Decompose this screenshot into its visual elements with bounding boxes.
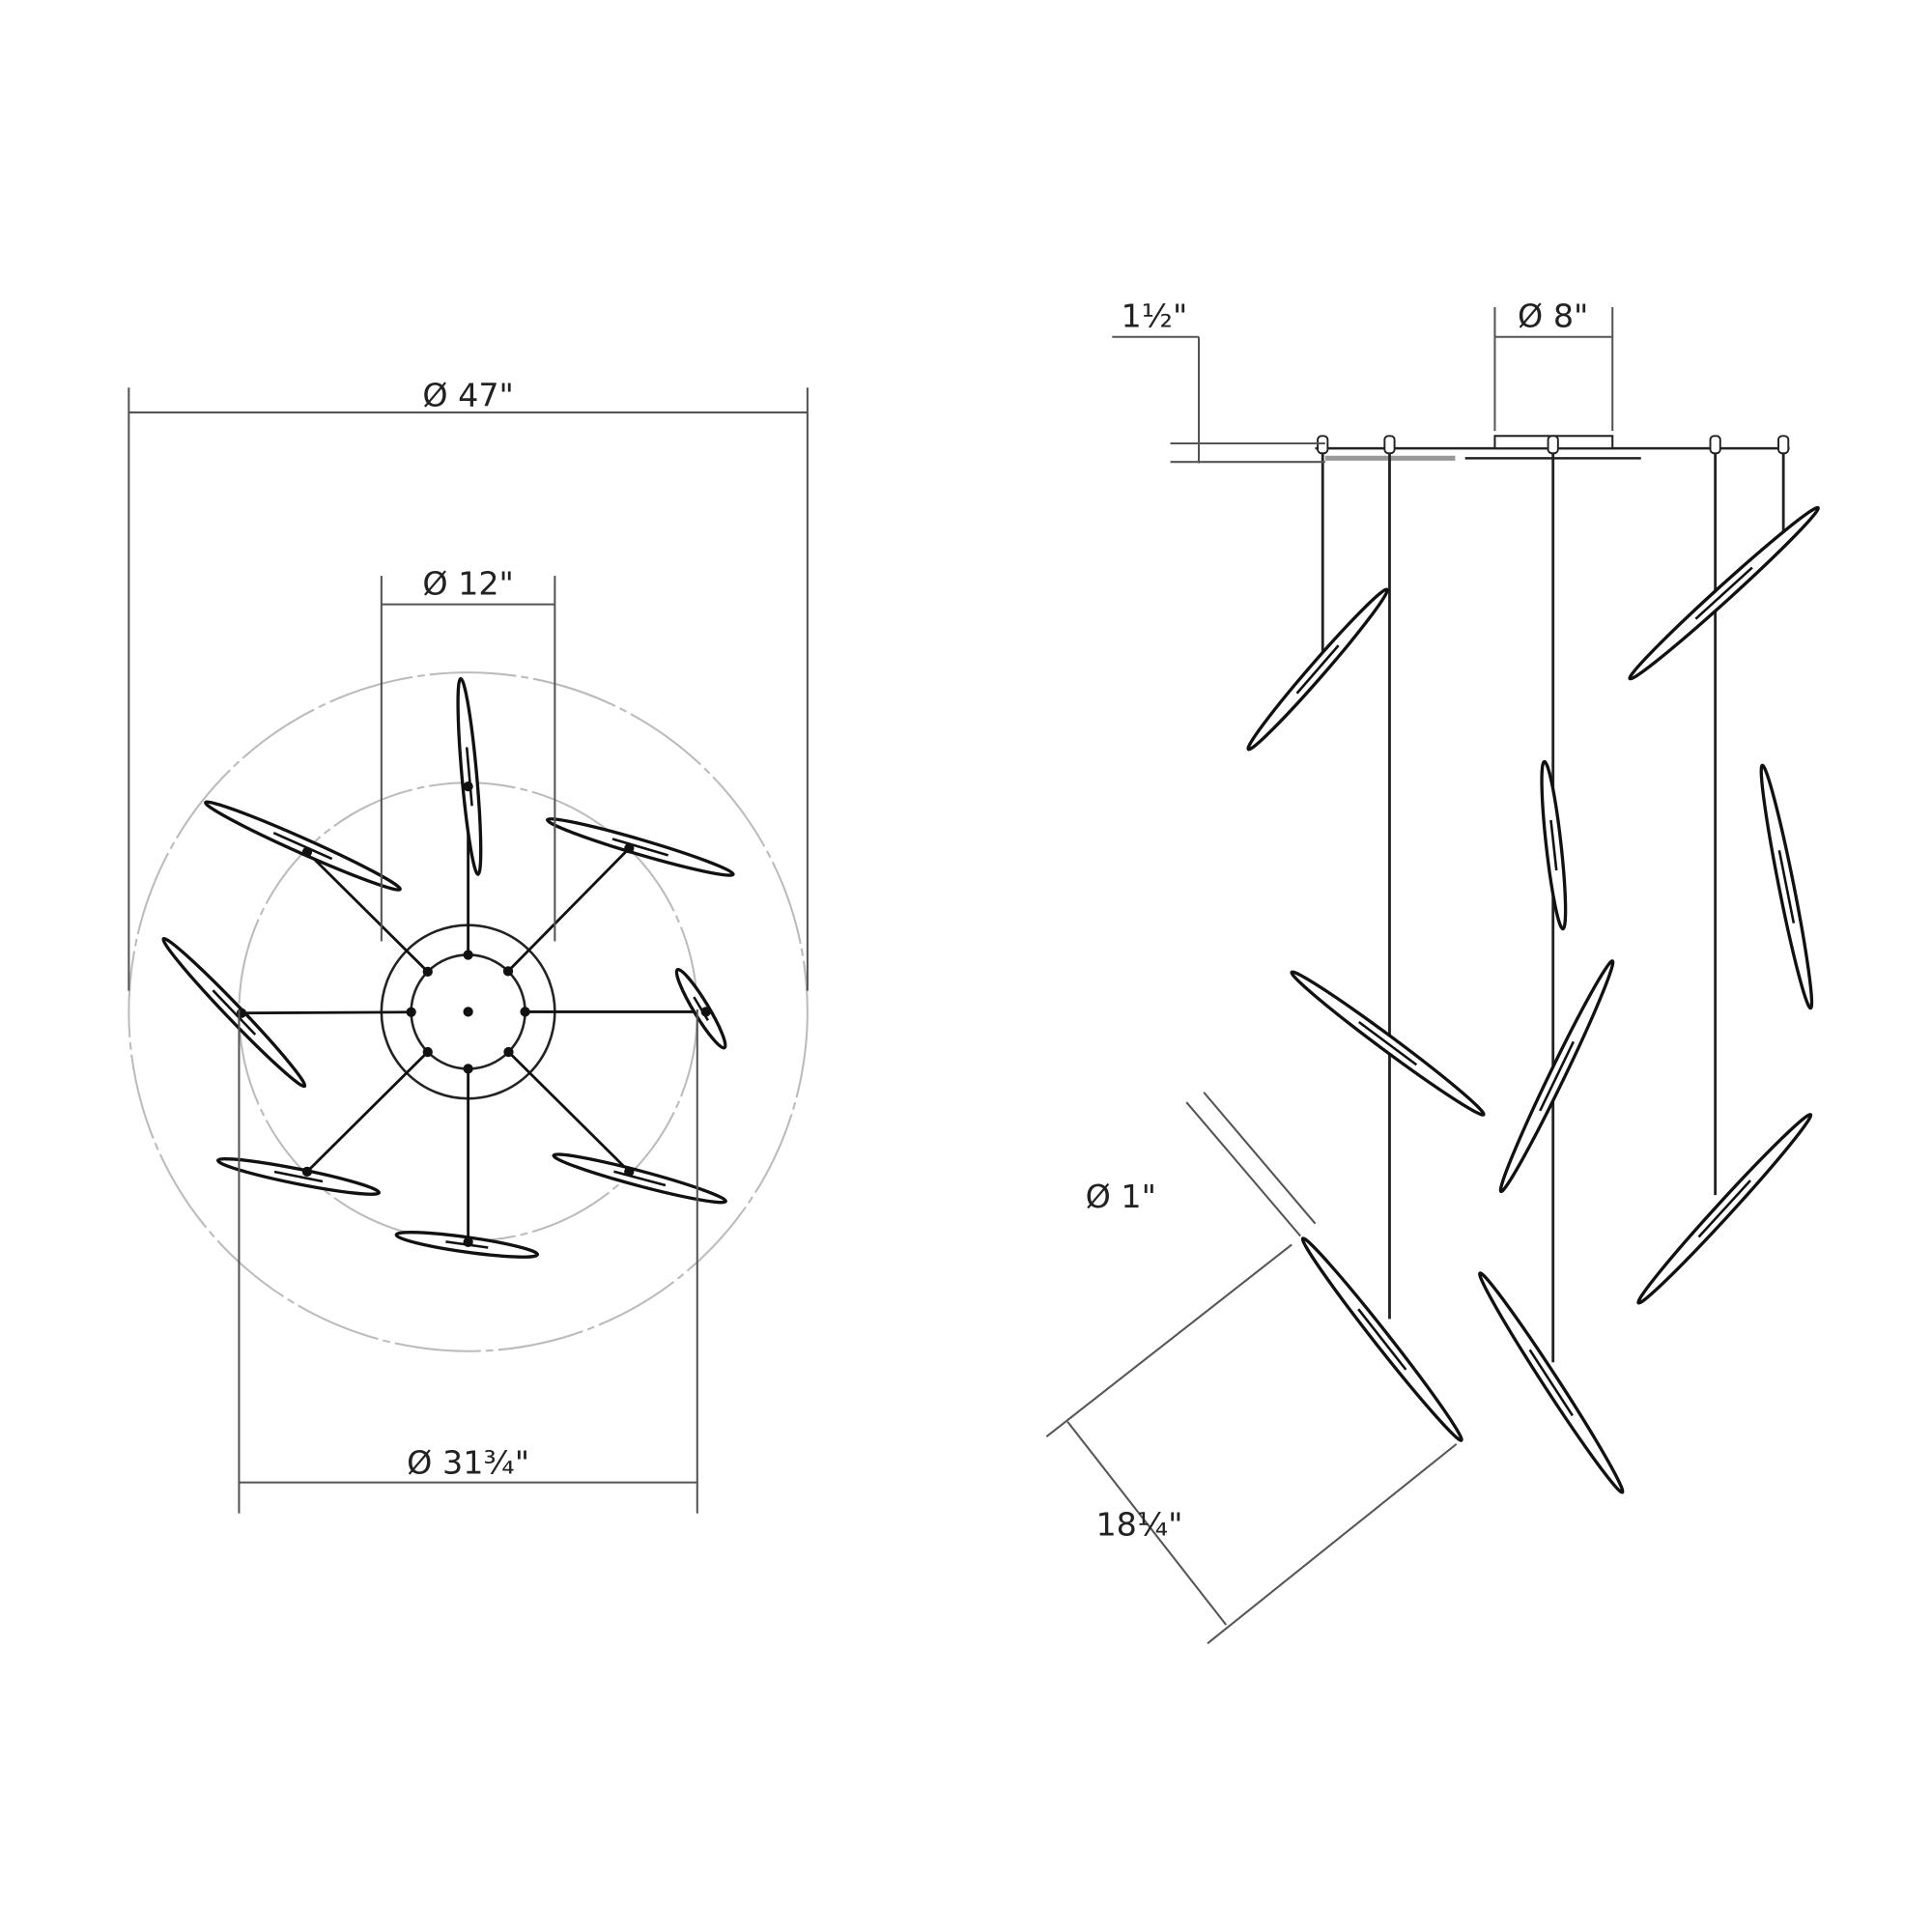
- dim-label-18-25: 18¼": [1095, 1506, 1182, 1544]
- dim-1-5: 1½": [1112, 297, 1325, 464]
- blade-joint: [1539, 1040, 1576, 1112]
- dim-12: Ø 12": [380, 564, 556, 942]
- spoke-joint: [503, 1046, 514, 1058]
- blade-joint: [613, 1170, 667, 1187]
- dim-47: Ø 47": [128, 377, 809, 991]
- spoke-arm: [305, 1050, 429, 1173]
- dim-label-1: Ø 1": [1086, 1178, 1156, 1215]
- side-blades: [1246, 505, 1820, 1494]
- blade-joint: [1357, 1020, 1418, 1066]
- dim-label-31-75: Ø 31¾": [407, 1444, 529, 1482]
- blade-mount: [301, 1166, 313, 1177]
- blade-joint: [1697, 1179, 1751, 1238]
- blade-joint: [1528, 1349, 1574, 1417]
- blade-joint: [1357, 1308, 1407, 1371]
- spoke-joint: [520, 1007, 530, 1017]
- spoke-arm: [241, 1010, 412, 1015]
- blade-joint: [272, 832, 333, 861]
- cable-mount: [1383, 435, 1396, 455]
- dim-label-8: Ø 8": [1518, 297, 1588, 334]
- blade-joint: [1549, 819, 1558, 871]
- blade-joint: [1777, 850, 1796, 923]
- cable-mount: [1547, 435, 1559, 455]
- blade-joint: [1694, 566, 1753, 620]
- spoke-joint: [422, 966, 433, 978]
- blade-mount: [463, 781, 473, 792]
- spoke-joint: [406, 1007, 416, 1017]
- spokes: [241, 786, 706, 1242]
- plan-view: Ø 47" Ø 12" Ø 31¾": [128, 377, 809, 1514]
- spoke-joint: [502, 966, 514, 977]
- cable-mount: [1317, 435, 1329, 455]
- blade-mount: [301, 846, 313, 858]
- blade-joint: [273, 1170, 324, 1183]
- blade-mount: [700, 1007, 711, 1017]
- blade-mount: [624, 843, 635, 854]
- spoke-joint: [463, 950, 473, 960]
- dim-1: Ø 1": [1086, 1092, 1317, 1237]
- blade-mount: [624, 1166, 635, 1177]
- cables: [1317, 435, 1790, 1363]
- dim-8: Ø 8": [1493, 297, 1614, 432]
- dim-label-1-5: 1½": [1121, 297, 1187, 334]
- cable-mount: [1777, 435, 1790, 455]
- blade-joint: [611, 838, 669, 857]
- dim-31-75: Ø 31¾": [238, 1009, 698, 1514]
- spoke-arm: [305, 851, 429, 973]
- spoke-arm: [506, 847, 631, 973]
- spoke-joint: [422, 1046, 433, 1058]
- dim-18-25: 18¼": [1045, 1243, 1458, 1645]
- plan-blades: [161, 676, 735, 1259]
- outer-dashed-circle: [128, 671, 809, 1352]
- dim-label-12: Ø 12": [422, 564, 514, 602]
- spoke-arm: [507, 1050, 631, 1173]
- blade-mount: [463, 1236, 473, 1248]
- blade-joint: [465, 747, 473, 807]
- dim-label-47: Ø 47": [422, 377, 514, 414]
- center-point: [463, 1007, 473, 1017]
- spoke-joint: [463, 1064, 473, 1074]
- blade-joint: [1295, 644, 1340, 695]
- side-view: 1½" Ø 8" Ø 1" 18¼": [1045, 297, 1820, 1645]
- blade-joint: [212, 989, 257, 1036]
- cable-mount: [1709, 435, 1721, 455]
